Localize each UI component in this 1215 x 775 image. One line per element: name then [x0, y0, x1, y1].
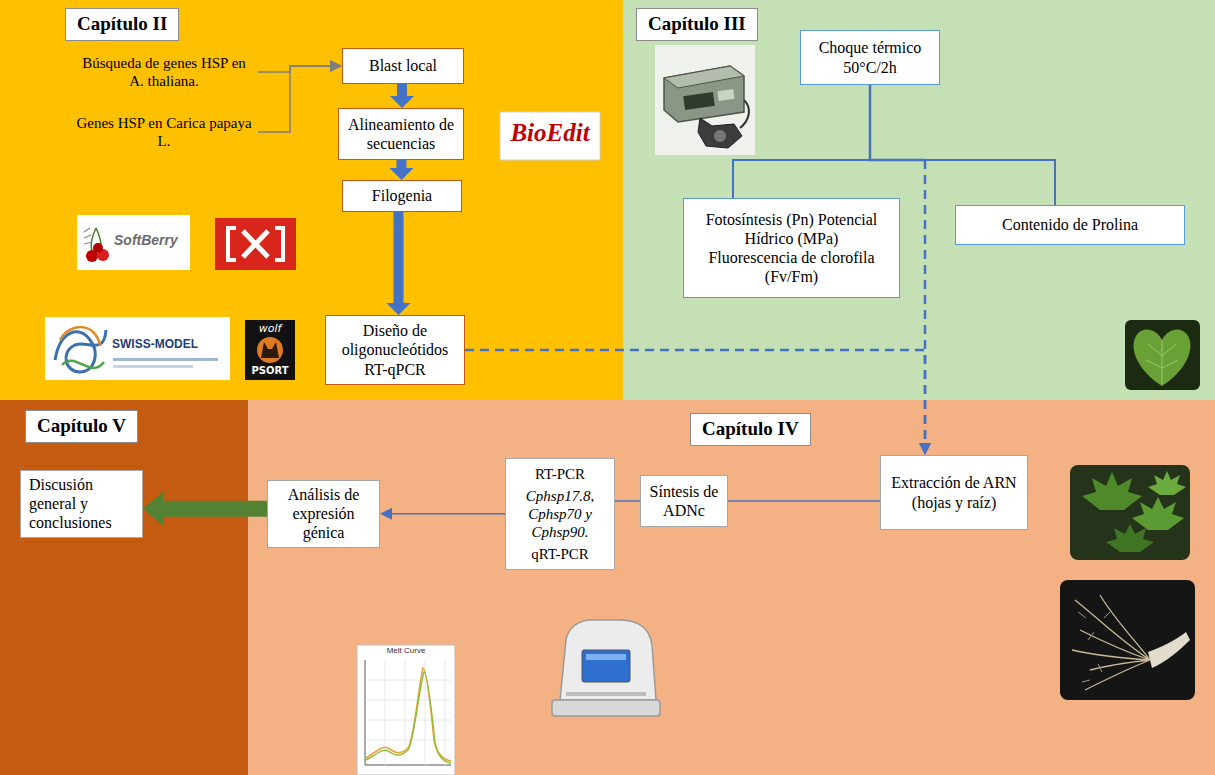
logo-text: SoftBerry: [114, 233, 188, 248]
chapter-band: Capítulo V Discusión general y conclusion…: [0, 400, 248, 775]
process-box: Contenido de Prolina: [955, 205, 1185, 245]
logo-text: PSORT: [247, 365, 293, 376]
process-box: Discusión general y conclusiones: [20, 470, 143, 538]
logo-text: wolf: [247, 323, 293, 335]
chapter-band: Capítulo IV Análisis de expresión génica R…: [248, 400, 1215, 775]
box-text: Blast local: [369, 56, 437, 75]
process-box: Síntesis de ADNc: [640, 475, 728, 527]
box-text: Genes HSP en Carica papaya L.: [76, 114, 252, 150]
chart-title: Melt Curve: [357, 647, 455, 656]
process-box: Blast local: [342, 48, 464, 84]
box-text: Filogenia: [372, 186, 432, 205]
box-text: Síntesis de ADNc: [647, 482, 721, 520]
chapter-label: Capítulo III: [636, 8, 758, 41]
box-text: Cphsp17.8, Cphsp70 y Cphsp90.: [512, 487, 608, 541]
text-node: Búsqueda de genes HSP en A. thaliana.: [72, 50, 256, 94]
chapter-label: Capítulo V: [25, 410, 138, 443]
process-box: Diseño de oligonucleótidos RT-qPCR: [325, 315, 465, 385]
chapter-band: Capítulo II Búsqueda de genes HSP en A. t…: [0, 0, 623, 400]
box-text: Extracción de ARN (hojas y raíz): [889, 473, 1019, 511]
chapter-label: Capítulo IV: [690, 413, 811, 446]
box-text: Análisis de expresión génica: [276, 485, 371, 543]
box-text: Alineamiento de secuencias: [347, 115, 455, 153]
box-text: Búsqueda de genes HSP en A. thaliana.: [76, 54, 252, 90]
box-text: Fotosíntesis (Pn) Potencial Hídrico (MPa…: [702, 210, 881, 287]
box-text: RT-PCR: [535, 465, 585, 483]
logo-text: BioEdit: [503, 119, 597, 147]
box-text: Diseño de oligonucleótidos RT-qPCR: [334, 321, 456, 379]
process-box: RT-PCR Cphsp17.8, Cphsp70 y Cphsp90. qRT-P…: [505, 458, 615, 570]
process-box: Filogenia: [342, 180, 462, 212]
process-box: Alineamiento de secuencias: [338, 108, 464, 160]
box-text: Contenido de Prolina: [1002, 215, 1138, 234]
chapter-label: Capítulo II: [65, 8, 179, 41]
process-box: Choque térmico 50°C/2h: [800, 30, 940, 85]
text-node: Genes HSP en Carica papaya L.: [72, 110, 256, 154]
process-box: Análisis de expresión génica: [267, 480, 380, 548]
chapter-band: Capítulo III Choque térmico 50°C/2hFotosí…: [623, 0, 1215, 400]
box-text: qRT-PCR: [531, 545, 589, 563]
box-text: Choque térmico 50°C/2h: [809, 38, 931, 76]
process-box: Extracción de ARN (hojas y raíz): [880, 455, 1028, 530]
box-text: Discusión general y conclusiones: [29, 475, 134, 533]
process-box: Fotosíntesis (Pn) Potencial Hídrico (MPa…: [683, 198, 900, 298]
logo-text: SWISS-MODEL: [112, 338, 224, 351]
